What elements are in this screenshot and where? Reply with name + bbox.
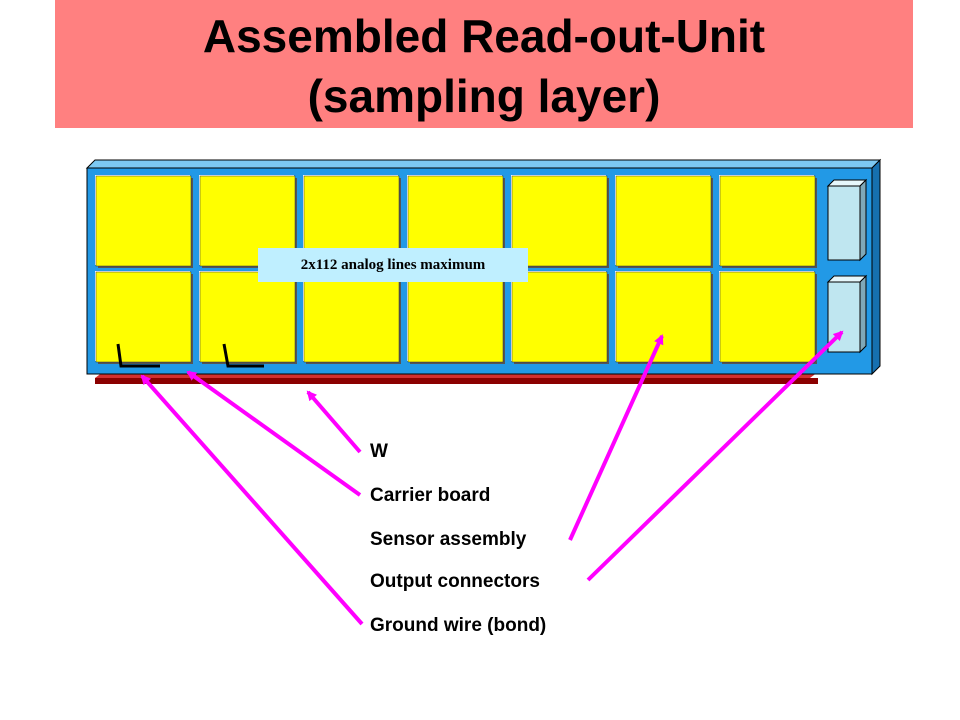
legend-ground-wire: Ground wire (bond) <box>370 615 547 636</box>
title-banner: Assembled Read-out-Unit (sampling layer) <box>55 0 913 128</box>
ground-wires <box>116 343 264 368</box>
output-connector <box>826 274 868 354</box>
sensor-pad <box>303 271 401 364</box>
sensor-pad <box>95 271 193 364</box>
legend-output-connectors: Output connectors <box>370 571 540 592</box>
legend-w: W <box>370 441 388 462</box>
sensor-pad <box>615 175 713 268</box>
arrow-w <box>306 390 362 454</box>
sensor-assembly <box>95 175 817 364</box>
title-line-1: Assembled Read-out-Unit <box>202 10 766 62</box>
analog-lines-label: 2x112 analog lines maximum <box>258 248 528 282</box>
output-connectors <box>826 178 868 354</box>
sensor-pad <box>719 271 817 364</box>
arrow-ground-wire <box>140 374 364 626</box>
sensor-pad <box>199 271 297 364</box>
arrow-carrier-board <box>186 370 362 497</box>
title-line-2: (sampling layer) <box>307 70 661 122</box>
sensor-pad <box>719 175 817 268</box>
output-connector <box>826 178 868 262</box>
sensor-pad <box>199 175 297 268</box>
sensor-pad <box>615 271 713 364</box>
arrow-output-connectors <box>586 330 844 582</box>
ground-wire <box>222 343 264 368</box>
arrow-sensor-assembly <box>568 334 664 541</box>
legend-carrier-board: Carrier board <box>370 485 491 506</box>
legend-sensor-assembly: Sensor assembly <box>370 529 527 550</box>
ground-wire <box>116 343 160 368</box>
sensor-pad <box>511 271 609 364</box>
sensor-pad <box>407 271 505 364</box>
pointer-arrows <box>140 330 844 626</box>
sensor-pad <box>95 175 193 268</box>
